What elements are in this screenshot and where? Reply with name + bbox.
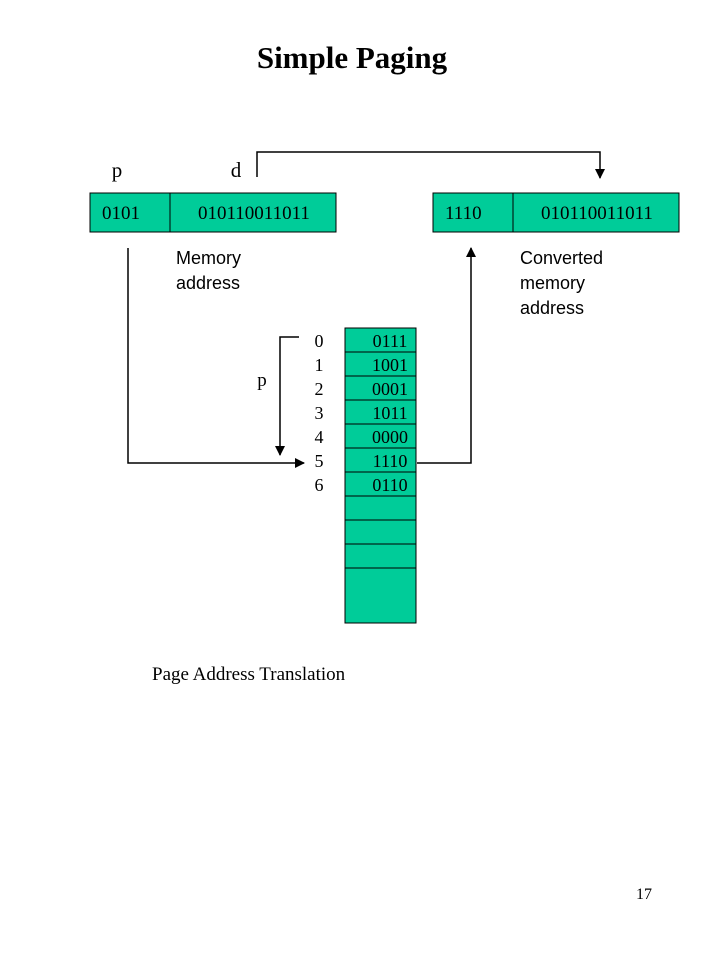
page-table-entry: 0000	[372, 427, 408, 447]
page-table-index: 0	[315, 331, 324, 351]
page-table-body	[344, 327, 417, 624]
page-table-index: 5	[315, 451, 324, 471]
memory-address-offset-bits: 010110011011	[198, 203, 310, 224]
offset-copy-arrow	[256, 151, 605, 179]
converted-address-offset-bits: 010110011011	[541, 203, 653, 224]
memory-address-box: 0101 010110011011	[89, 192, 337, 233]
memory-address-offset-cell	[169, 192, 337, 233]
page-bits-label: p	[112, 158, 123, 182]
page-table-index: 3	[315, 403, 324, 423]
page-table-entry: 1001	[372, 355, 408, 375]
converted-address-label: Converted memory address	[520, 248, 608, 318]
converted-address-label-line-1: Converted	[520, 248, 603, 268]
page-title: Simple Paging	[257, 40, 448, 75]
page-table-entry: 0110	[372, 475, 407, 495]
converted-address-label-line-3: address	[520, 298, 584, 318]
memory-address-label-line-2: address	[176, 273, 240, 293]
page-table-entry: 1011	[372, 403, 407, 423]
page-table-index: 2	[315, 379, 324, 399]
page-table-entry: 0001	[372, 379, 408, 399]
frame-output-arrow	[417, 247, 476, 464]
memory-address-label: Memory address	[176, 248, 246, 293]
memory-address-page-cell	[89, 192, 171, 233]
converted-address-label-line-2: memory	[520, 273, 585, 293]
page-lookup-arrow	[127, 248, 305, 468]
page-table-entry: 0111	[373, 331, 408, 351]
converted-address-frame-bits: 1110	[445, 203, 482, 224]
diagram-caption: Page Address Translation	[152, 664, 346, 685]
memory-address-page-bits: 0101	[102, 203, 140, 224]
page-index-label: p	[257, 370, 267, 391]
offset-bits-label: d	[231, 158, 242, 182]
slide-number: 17	[636, 886, 652, 903]
converted-address-frame-cell	[432, 192, 514, 233]
page-table-index: 6	[315, 475, 324, 495]
page-index-arrow	[275, 336, 299, 456]
memory-address-label-line-1: Memory	[176, 248, 241, 268]
page-table-index: 4	[315, 427, 324, 447]
page-table: 0111 0 1001 1 0001 2 1011 3 0000 4 1110 5 0110 6	[315, 327, 417, 624]
page-table-entry: 1110	[373, 451, 408, 471]
converted-address-offset-cell	[512, 192, 680, 233]
converted-address-box: 1110 010110011011	[432, 192, 680, 233]
page-table-index: 1	[315, 355, 324, 375]
